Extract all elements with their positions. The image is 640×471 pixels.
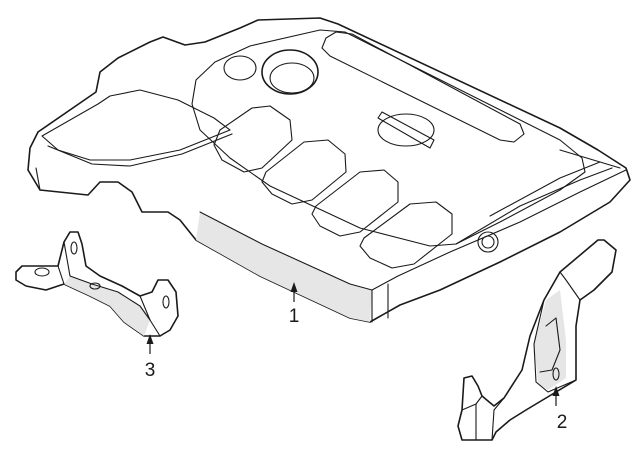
cover-rib-4 [359, 201, 453, 269]
callout-2: 2 [552, 386, 568, 433]
side-bracket-hole [552, 367, 560, 381]
callout-1-label: 1 [289, 306, 300, 327]
mount-bracket-hole-1 [70, 241, 78, 255]
cover-boss [223, 55, 257, 81]
cover-top-slot [321, 31, 525, 143]
cover-rib-3 [311, 169, 399, 237]
callout-3-arrow [146, 334, 154, 344]
callout-1-arrow [290, 282, 298, 292]
callout-1: 1 [289, 282, 300, 327]
cover-skirt [196, 212, 372, 322]
cover-corner-hole [477, 231, 499, 253]
cover-left-wing [41, 89, 231, 161]
mount-bracket-hole-4 [162, 295, 170, 309]
callout-3: 3 [145, 334, 156, 381]
side-bracket[interactable] [457, 239, 617, 441]
oil-cap [377, 111, 435, 149]
mount-bracket[interactable] [15, 231, 179, 337]
mount-bracket-outline [15, 231, 179, 337]
callout-2-label: 2 [557, 412, 568, 433]
cover-rib-1 [213, 105, 293, 173]
engine-cover-outline [27, 17, 631, 323]
oil-filler-hole [261, 49, 319, 95]
mount-bracket-hole-3 [89, 282, 101, 290]
callout-3-label: 3 [145, 360, 156, 381]
cover-rib-2 [261, 139, 347, 205]
engine-cover[interactable] [27, 17, 631, 323]
mount-bracket-hole-2 [34, 267, 50, 277]
callout-2-arrow [552, 386, 560, 396]
cover-top-plateau [191, 29, 586, 247]
